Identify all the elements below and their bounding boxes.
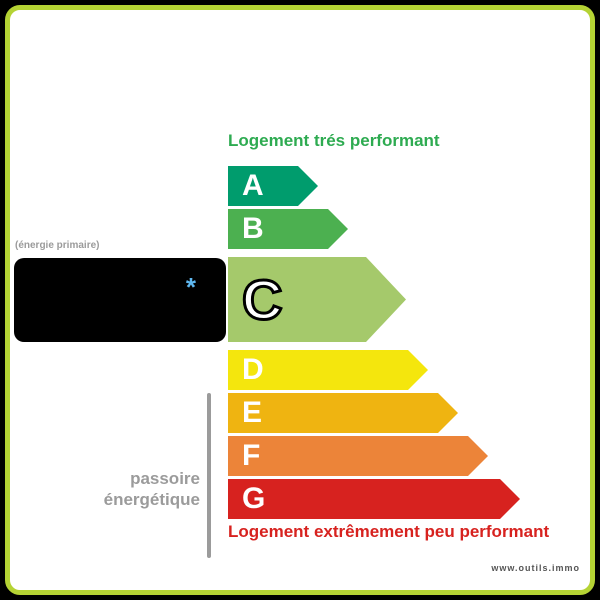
energy-class-letter-B: B [242,212,264,245]
passoire-label-line1: passoire [130,469,200,488]
website-credit: www.outils.immo [491,563,580,573]
energy-class-letter-G: G [242,482,266,515]
bottom-performance-label: Logement extrêmement peu performant [228,522,550,541]
energy-class-bar-E: E [228,393,458,433]
energy-class-letter-F: F [242,439,261,472]
energy-class-letter-A: A [242,169,264,202]
energy-class-letter-D: D [242,353,264,386]
energy-class-bar-G: G [228,479,520,519]
energy-class-letter-C: C [242,268,283,331]
passoire-bracket-line [207,393,211,558]
energy-class-bar-D: D [228,350,428,390]
energy-value-input-box[interactable]: * [14,258,226,342]
energy-class-bar-F: F [228,436,488,476]
energy-class-bar-B: B [228,209,348,249]
energy-class-letter-E: E [242,396,263,429]
required-asterisk: * [185,272,196,302]
primary-energy-label: (énergie primaire) [15,240,100,251]
passoire-label-line2: énergétique [103,490,200,509]
top-performance-label: Logement trés performant [228,131,440,150]
energy-class-bar-C: C [228,257,406,342]
energy-class-bar-A: A [228,166,318,206]
passoire-label: passoire énergétique [0,468,200,510]
